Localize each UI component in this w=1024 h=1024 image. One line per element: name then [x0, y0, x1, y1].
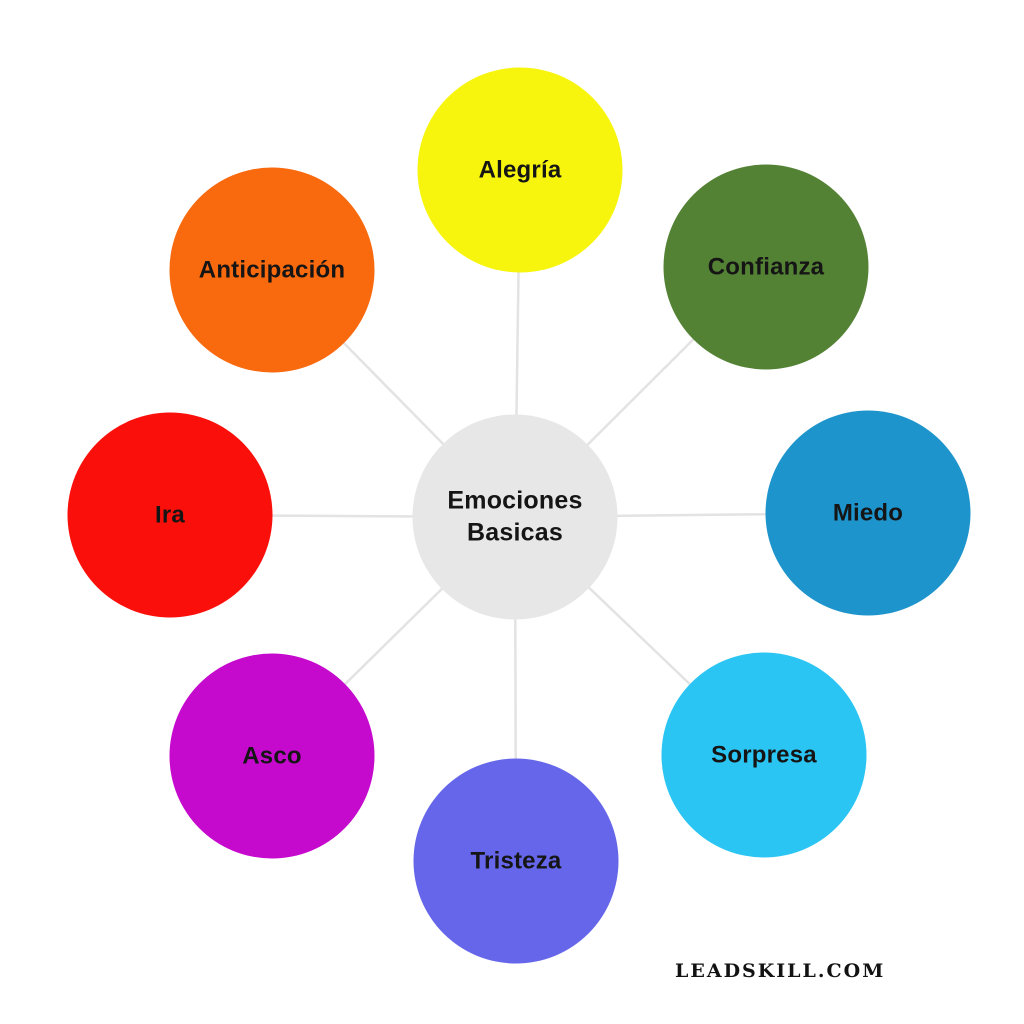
emotion-node-confianza-label: Confianza	[707, 253, 825, 280]
emotion-node-alegria-label: Alegría	[478, 156, 562, 183]
emotion-node-ira-label: Ira	[155, 501, 185, 528]
emotion-node-tristeza-label: Tristeza	[470, 847, 562, 874]
emotion-node-tristeza: Tristeza	[413, 758, 619, 964]
center-node-label: Emociones Basicas	[447, 486, 583, 546]
emotion-node-ira: Ira	[67, 412, 273, 618]
emotion-node-alegria: Alegría	[417, 67, 623, 273]
emotion-node-asco-label: Asco	[242, 742, 302, 769]
emotion-node-sorpresa: Sorpresa	[661, 652, 867, 858]
emotion-node-miedo-label: Miedo	[832, 499, 904, 526]
emotion-node-asco: Asco	[169, 653, 375, 859]
emotion-node-confianza: Confianza	[663, 164, 869, 370]
center-node-emociones-basicas: Emociones Basicas	[412, 414, 618, 620]
emotion-node-anticipacion-label: Anticipación	[198, 256, 346, 283]
emotion-node-sorpresa-label: Sorpresa	[711, 741, 817, 768]
watermark-leadskill: LEADSKILL.COM	[675, 960, 886, 982]
emotion-node-miedo: Miedo	[765, 410, 971, 616]
emotion-node-anticipacion: Anticipación	[169, 167, 375, 373]
